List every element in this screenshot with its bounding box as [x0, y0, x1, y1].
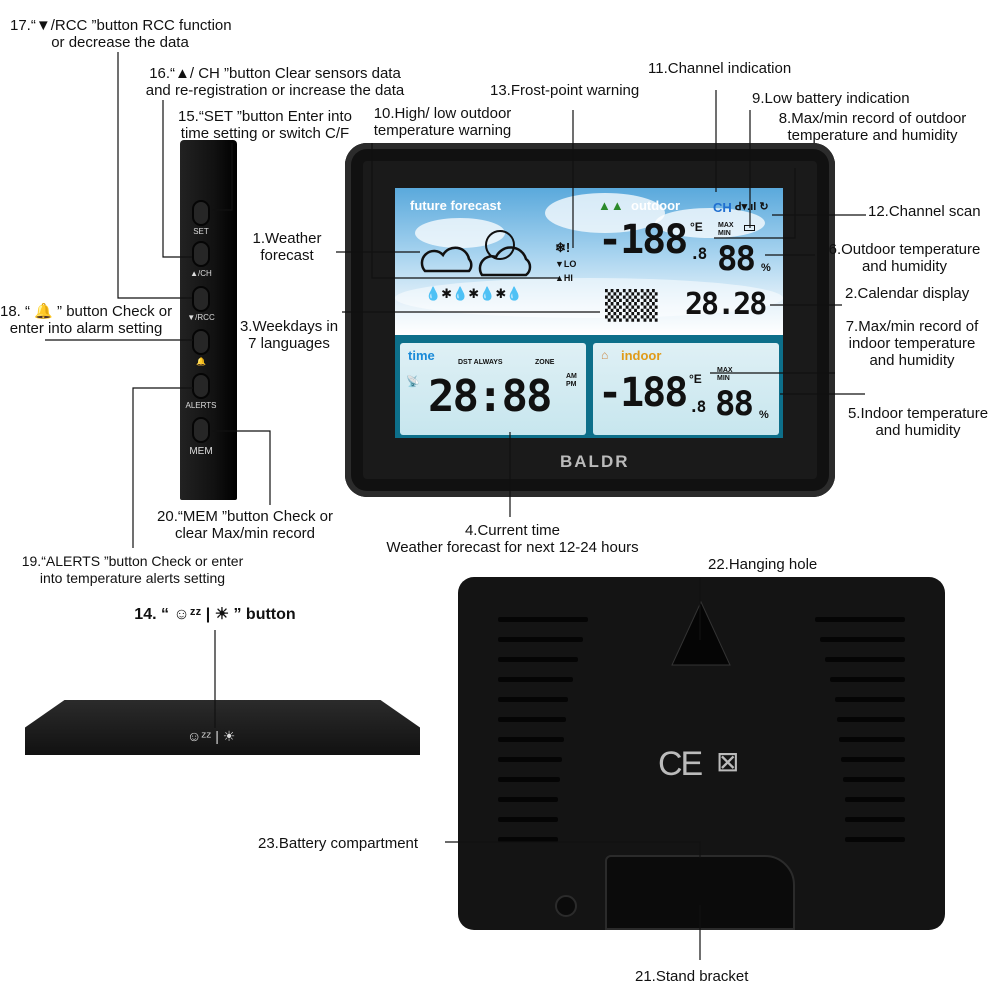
alarm-button[interactable] — [192, 329, 210, 355]
callout-9: 9.Low battery indication — [752, 90, 910, 107]
indoor-temperature: -188 — [598, 370, 688, 416]
dst-label: DST ALWAYS — [458, 359, 503, 366]
down-rcc-button-label: ▼/RCC — [187, 313, 215, 322]
callout-12: 12.Channel scan — [868, 203, 981, 220]
callout-23: 23.Battery compartment — [258, 835, 419, 852]
bell-icon: 🔔 — [196, 357, 206, 366]
callout-22: 22.Hanging hole — [708, 556, 818, 573]
back-vents — [498, 600, 905, 842]
forecast-title: future forecast — [410, 198, 502, 213]
battery-icon — [744, 225, 755, 231]
outdoor-temp-decimal: .8 — [690, 244, 707, 263]
signal-scan-icon: ꓒ▾.ıl ↻ — [735, 201, 769, 213]
indoor-title: indoor — [621, 348, 662, 363]
outdoor-humidity: 88 — [717, 239, 756, 279]
alerts-button-label: ALERTS — [185, 401, 217, 410]
stand-bracket[interactable] — [605, 855, 795, 930]
indoor-temp-decimal: .8 — [689, 397, 706, 416]
channel-indicator: CH — [713, 200, 732, 215]
indoor-temp-unit: °E — [689, 372, 702, 386]
mem-button[interactable] — [192, 417, 210, 443]
calendar-date: 28.28 — [685, 287, 767, 322]
indoor-panel: indoor ⌂ -188 .8 °E MAX MIN 88 % — [593, 343, 779, 435]
down-rcc-button[interactable] — [192, 286, 210, 312]
up-ch-button-label: ▲/CH — [190, 269, 212, 278]
brand-logo: BALDR — [560, 452, 630, 471]
house-icon: ⌂ — [601, 348, 609, 362]
alerts-button[interactable] — [192, 373, 210, 399]
weee-bin-icon: ⊠ — [716, 746, 740, 777]
time-panel: time DST ALWAYS ZONE AM PM 📡 28:88 — [400, 343, 586, 435]
radio-signal-icon: 📡 — [406, 376, 420, 388]
low-warning: ▼LO — [555, 259, 577, 269]
mem-button-label: MEM — [189, 446, 213, 457]
indoor-humidity-percent: % — [759, 409, 769, 421]
weekday-display: ▒▒▒ — [605, 289, 659, 322]
set-button-label: SET — [193, 227, 209, 236]
weather-forecast-icon — [420, 230, 532, 277]
callout-11: 11.Channel indication — [648, 60, 792, 77]
callout-21: 21.Stand bracket — [635, 968, 749, 985]
sensor-plug — [555, 895, 577, 917]
lcd-screen: future forecast 💧✱💧✱💧✱💧 ❄! ▼LO ▲HI ▲▲ ou… — [395, 188, 783, 438]
tree-icon: ▲▲ — [598, 198, 624, 213]
callout-13: 13.Frost-point warning — [490, 82, 640, 99]
outdoor-temperature: -188 — [598, 217, 688, 263]
indoor-maxmin: MAX MIN — [717, 367, 733, 382]
outdoor-maxmin: MAX MIN — [718, 222, 734, 237]
indoor-humidity: 88 — [715, 384, 754, 424]
weather-station-bottom — [25, 700, 420, 755]
callout-2: 2.Calendar display — [845, 285, 970, 302]
time-title: time — [408, 348, 435, 363]
callout-14: 14. “ ☺ᶻᶻ | ☀ ” button — [134, 606, 296, 623]
outdoor-title: outdoor — [631, 198, 681, 213]
humidity-percent: % — [761, 262, 771, 274]
ce-mark: CE — [658, 745, 703, 783]
precipitation-icons: 💧✱💧✱💧✱💧 — [425, 286, 523, 301]
zone-label: ZONE — [535, 359, 555, 366]
snooze-light-button[interactable]: ☺ᶻᶻ | ☀ — [187, 728, 236, 744]
frost-warning-icon: ❄! — [555, 240, 571, 255]
temp-unit: °E — [690, 220, 703, 234]
set-button[interactable] — [192, 200, 210, 226]
up-ch-button[interactable] — [192, 241, 210, 267]
high-warning: ▲HI — [555, 273, 573, 283]
ampm-label: AM PM — [566, 373, 577, 388]
clock-display: 28:88 — [428, 371, 552, 422]
